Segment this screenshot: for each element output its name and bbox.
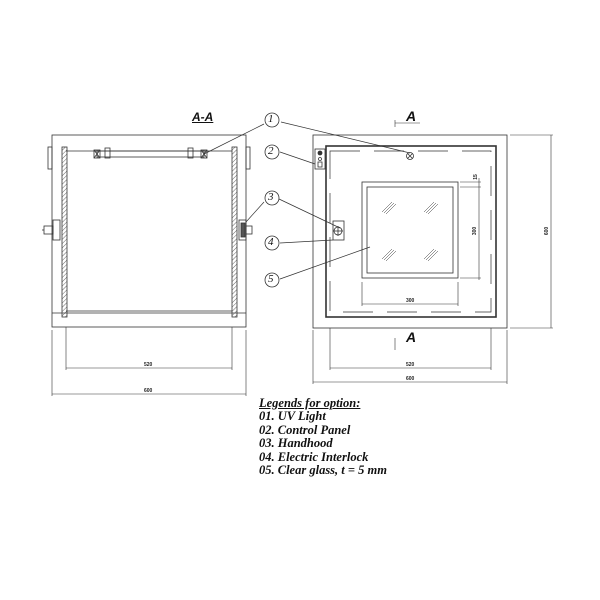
section-view-title: A-A <box>192 110 214 124</box>
left-interlock <box>42 219 61 241</box>
legend-item-clear-glass: 05. Clear glass, t = 5 mm <box>259 463 387 478</box>
door-panel <box>325 145 497 318</box>
callout-leaders <box>203 121 411 280</box>
callout-2 <box>264 144 280 160</box>
left-wall-hatch <box>61 146 68 318</box>
handhood <box>332 220 345 241</box>
legend-item-electric-interlock: 04. Electric Interlock <box>259 449 369 464</box>
callout-1 <box>264 112 280 128</box>
glass-pane <box>366 186 454 274</box>
legend: Legends for option: 01. UV Light 02. Con… <box>259 396 387 478</box>
section-dimensions <box>51 327 247 396</box>
callout-3 <box>264 190 280 206</box>
glass-reflection-marks <box>381 201 439 262</box>
control-panel <box>314 148 326 170</box>
callout-3-label: 3 <box>268 191 274 203</box>
callout-bubbles <box>264 112 280 288</box>
legend-item-control-panel: 02. Control Panel <box>259 422 351 437</box>
section-dim-inner-width: 520 <box>144 362 153 368</box>
front-dim-window-offset: 15 <box>472 174 479 180</box>
section-view <box>42 134 253 396</box>
right-wall-hatch <box>231 146 238 318</box>
front-dim-window-height: 300 <box>472 226 479 236</box>
window-frame <box>361 181 459 279</box>
front-view <box>312 120 553 384</box>
callout-2-label: 2 <box>268 145 274 157</box>
front-dim-outer-width: 600 <box>406 376 415 382</box>
callout-1-label: 1 <box>268 113 274 125</box>
legend-item-handhood: 03. Handhood <box>259 436 333 451</box>
section-outer-frame <box>51 134 247 328</box>
uv-light-bar <box>93 147 208 159</box>
section-marker-bottom: A <box>406 329 417 345</box>
section-dim-outer-width: 600 <box>144 388 153 394</box>
front-dim-inner-width: 520 <box>406 362 415 368</box>
legend-title: Legends for option: <box>259 396 361 410</box>
callout-5 <box>264 272 280 288</box>
callout-4-label: 4 <box>268 236 274 248</box>
callout-5-label: 5 <box>268 273 274 285</box>
section-marker-top: A <box>406 108 417 124</box>
legend-item-uv-light: 01. UV Light <box>259 409 326 424</box>
front-dimensions <box>312 120 553 384</box>
front-dim-window-width: 300 <box>406 298 415 304</box>
uv-light-symbol <box>406 152 414 160</box>
front-dim-outer-height: 600 <box>544 226 551 236</box>
right-interlock <box>238 219 253 241</box>
front-outer-frame <box>312 134 508 329</box>
callout-4 <box>264 235 280 251</box>
